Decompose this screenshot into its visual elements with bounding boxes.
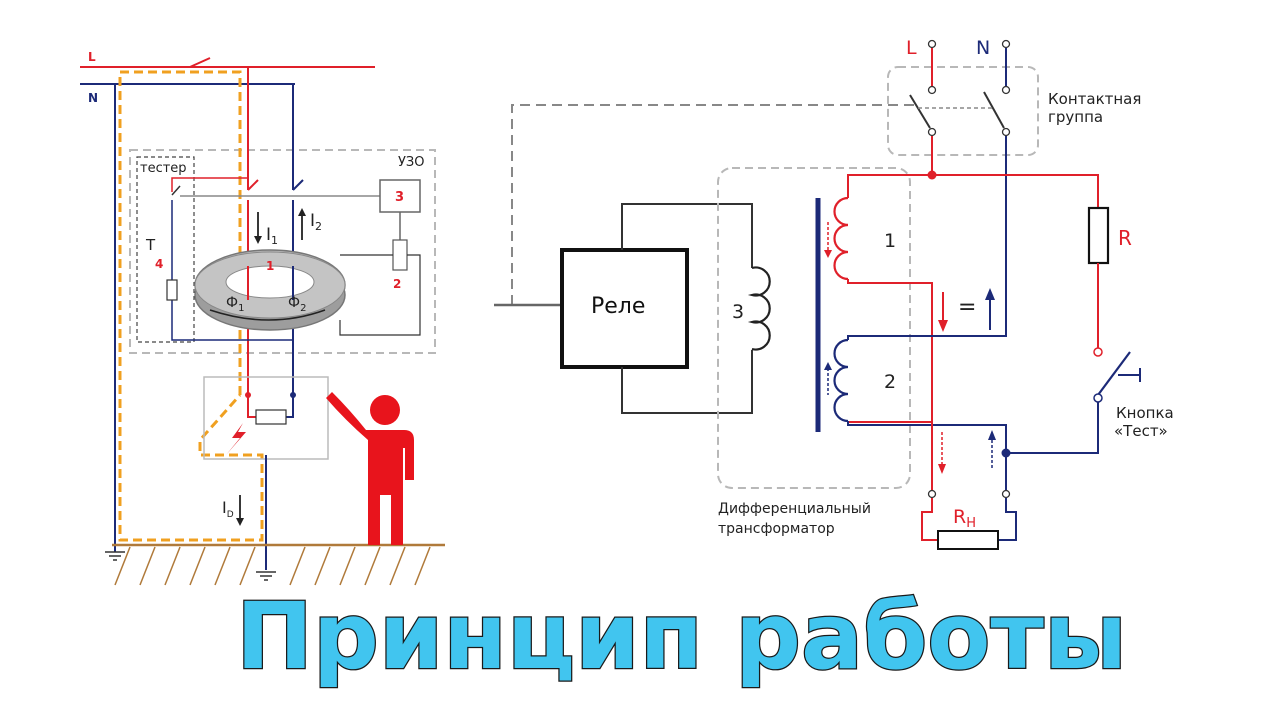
relay-label: Реле — [591, 294, 645, 319]
left-phase-contact — [247, 179, 259, 191]
transformer-label-2: трансформатор — [718, 521, 835, 537]
relay-wire-top — [621, 203, 753, 268]
right-diagram: Контактная группа L N Реле Дифференциаль… — [494, 37, 1174, 550]
test-resistor-label: R — [1118, 226, 1132, 250]
leak-arrowhead — [236, 518, 244, 526]
coil-2-label: 2 — [884, 371, 896, 393]
tester-switch — [171, 185, 181, 196]
num-1-label: 1 — [266, 259, 274, 273]
left-diagram: тестер УЗО L N Т 4 3 — [80, 50, 445, 586]
tester-wire — [171, 200, 293, 341]
term-n-mid — [1001, 85, 1011, 95]
neutral-wire-coil2-bottom — [847, 421, 1007, 453]
ground-hatching — [114, 546, 431, 586]
person-body — [326, 392, 414, 545]
current-i1-label: I1 — [266, 225, 278, 247]
earth-leak-path — [118, 70, 264, 542]
term-l-top — [927, 39, 937, 49]
left-line-l-label: L — [88, 50, 96, 64]
test-wire-top — [932, 174, 1099, 208]
term-n-top — [1001, 39, 1011, 49]
trip-coil-wire-2 — [339, 254, 421, 336]
flux-arrow — [209, 309, 326, 321]
contact-group-label-1: Контактная — [1048, 90, 1141, 108]
load-wire-l — [921, 498, 938, 541]
transformer-label-1: Дифференциальный — [718, 501, 871, 517]
load-resistor — [255, 409, 287, 425]
left-neutral-contact — [292, 179, 304, 191]
test-button-term-bottom — [1093, 393, 1103, 403]
coil-3 — [747, 266, 771, 351]
tester-phase-wire — [171, 177, 248, 192]
term-n-out — [1001, 489, 1011, 499]
num-4-label: 4 — [155, 257, 163, 271]
flux-2-label: Ф2 — [288, 295, 306, 314]
coil-3-label: 3 — [732, 301, 744, 323]
load-wire-n — [998, 498, 1017, 541]
coil-1-label: 1 — [884, 230, 896, 252]
term-l-mid — [927, 85, 937, 95]
phase-wire-coil1-top — [847, 136, 933, 198]
person-head — [370, 395, 400, 425]
tester-label: тестер — [140, 161, 187, 176]
left-main-switch — [189, 57, 211, 68]
arrow-phase-leak-head — [938, 464, 946, 474]
arrow-neutral-main-head — [985, 288, 995, 300]
load-neutral-wire — [286, 395, 294, 418]
test-button-term-top — [1093, 347, 1103, 357]
i1-arrowhead — [254, 236, 262, 244]
flux-1-label: Ф1 — [226, 295, 244, 314]
tester-resistor — [166, 279, 178, 301]
transformer-box — [717, 167, 911, 489]
equal-sign: = — [958, 295, 976, 320]
load-node-l — [245, 392, 251, 398]
term-n-bottom — [1001, 127, 1011, 137]
contact-group-box — [887, 66, 1039, 156]
tester-box — [136, 156, 195, 343]
neutral-wire-coil2-top — [847, 136, 1007, 340]
rcd-label: УЗО — [398, 155, 425, 170]
test-button-push — [1118, 368, 1141, 382]
right-line-l-label: L — [906, 37, 917, 59]
coil-1 — [833, 196, 849, 281]
contact-group-label-2: группа — [1048, 108, 1103, 126]
test-button-label: Т — [145, 236, 156, 254]
arrow-phase-main-head — [938, 320, 948, 332]
load-node-n — [290, 392, 296, 398]
num-2-label: 2 — [393, 277, 401, 291]
test-button-label-2: «Тест» — [1114, 422, 1168, 440]
test-button-label-1: Кнопка — [1116, 404, 1174, 422]
leak-current-label: ID — [222, 498, 234, 520]
load-resistor-rn — [937, 530, 999, 550]
leak-spark — [226, 423, 246, 455]
load-resistor-label: RН — [953, 506, 976, 531]
right-line-n-label: N — [976, 37, 990, 59]
test-button-blade — [1097, 351, 1131, 396]
rcd-box — [129, 149, 436, 354]
test-resistor-r — [1087, 206, 1110, 265]
term-l-bottom — [927, 127, 937, 137]
person-figure — [326, 392, 414, 545]
relay-wire-bottom — [621, 350, 753, 414]
contact-blade-l — [909, 94, 931, 129]
term-l-out — [927, 489, 937, 499]
arrow-neutral-coil2-head — [824, 362, 832, 370]
phase-wire-coil1-bottom — [847, 279, 933, 423]
page-title: Принцип работы — [236, 583, 1127, 690]
contact-blade-n — [983, 91, 1005, 129]
trip-coil — [392, 239, 408, 271]
relay-linkage — [511, 104, 918, 305]
arrow-phase-coil1-head — [824, 250, 832, 258]
load-phase-wire — [247, 395, 256, 418]
test-wire-bottom — [1006, 402, 1099, 454]
num-3-label: 3 — [395, 190, 404, 205]
arrow-neutral-leak-head — [988, 430, 996, 440]
i2-arrowhead — [298, 208, 306, 216]
current-i2-label: I2 — [310, 211, 322, 233]
left-line-n-label: N — [88, 91, 98, 105]
coil-2 — [833, 338, 849, 423]
relay-box — [560, 248, 689, 369]
